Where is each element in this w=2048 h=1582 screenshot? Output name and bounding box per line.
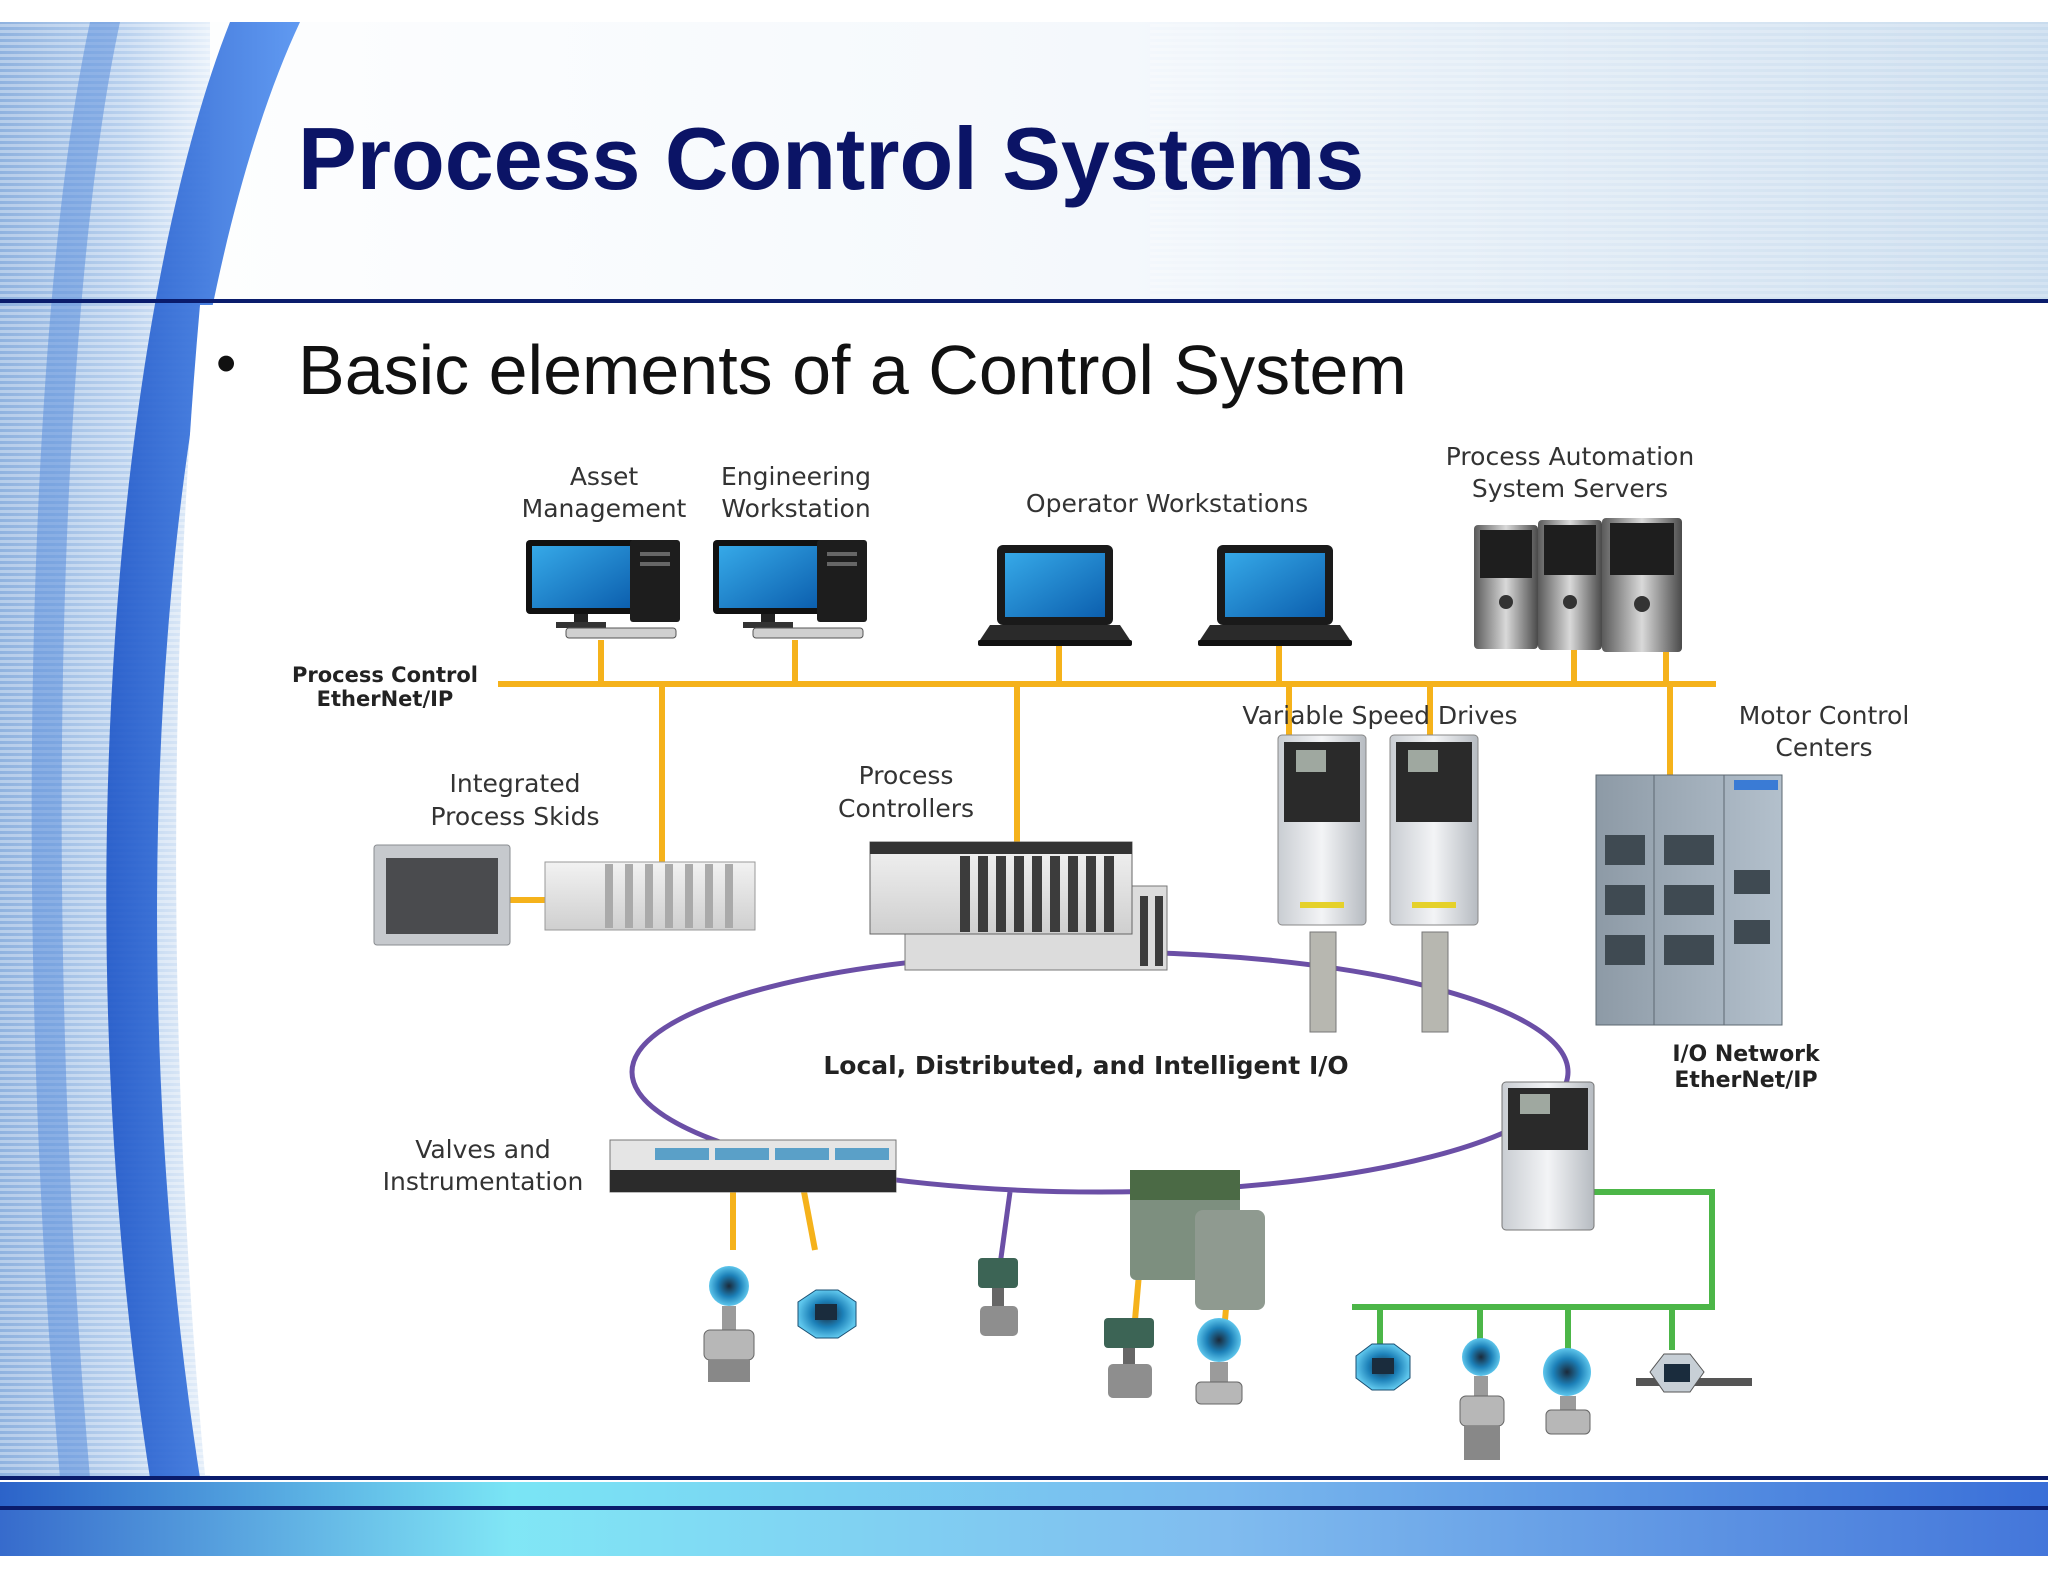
operator-laptop-icon	[1198, 545, 1352, 646]
hmi-panel-icon	[373, 844, 511, 946]
valves-instrumentation-label: Valves and Instrumentation	[383, 1135, 584, 1196]
bullet-marker: •	[216, 331, 237, 396]
svg-text:Process Control: Process Control	[292, 663, 478, 687]
io-ring-label: Local, Distributed, and Intelligent I/O	[823, 1051, 1348, 1080]
svg-text:Process Skids: Process Skids	[431, 802, 600, 831]
svg-text:Instrumentation: Instrumentation	[383, 1167, 584, 1196]
operator-laptop-icon	[978, 545, 1132, 646]
skid-controller-rack-icon	[544, 861, 756, 931]
svg-text:Controllers: Controllers	[838, 794, 974, 823]
engineering-workstation-label: Engineering Workstation	[721, 462, 871, 523]
io-network-label: I/O Network EtherNet/IP	[1672, 1042, 1821, 1093]
asset-management-computer-icon	[526, 540, 680, 639]
variable-speed-drives-label: Variable Speed Drives	[1242, 701, 1517, 730]
variable-speed-drive-icon	[1277, 734, 1367, 1033]
flow-transmitter-icon	[1355, 1343, 1411, 1391]
svg-text:System Servers: System Servers	[1472, 474, 1668, 503]
io-network-drive-icon	[1501, 1081, 1595, 1231]
svg-text:Integrated: Integrated	[450, 769, 581, 798]
svg-text:Management: Management	[522, 494, 687, 523]
svg-text:Centers: Centers	[1775, 733, 1872, 762]
temperature-transmitter-icon	[1636, 1353, 1752, 1393]
svg-text:Workstation: Workstation	[721, 494, 870, 523]
process-controllers-label: Process Controllers	[838, 761, 974, 823]
pressure-transmitter-icon	[703, 1266, 755, 1382]
automation-servers-label: Process Automation System Servers	[1446, 442, 1694, 503]
svg-text:Valves and: Valves and	[415, 1135, 551, 1164]
svg-text:Engineering: Engineering	[721, 462, 871, 491]
bullet-text: Basic elements of a Control System	[298, 331, 1407, 409]
automation-servers-icon	[1474, 518, 1682, 652]
flow-transmitter-icon	[797, 1289, 857, 1339]
svg-text:Process Automation: Process Automation	[1446, 442, 1694, 471]
operator-workstations-label: Operator Workstations	[1026, 489, 1308, 518]
pressure-transmitter-icon	[1543, 1348, 1591, 1435]
svg-text:Motor Control: Motor Control	[1739, 701, 1910, 730]
motor-control-centers-label: Motor Control Centers	[1739, 701, 1910, 762]
control-valve-icon	[978, 1258, 1018, 1336]
pressure-transmitter-icon	[1195, 1318, 1243, 1405]
svg-text:Process: Process	[859, 761, 954, 790]
svg-text:EtherNet/IP: EtherNet/IP	[1674, 1068, 1817, 1093]
asset-management-label: Asset Management	[522, 462, 687, 523]
svg-text:EtherNet/IP: EtherNet/IP	[317, 687, 454, 711]
intelligent-io-module-icon	[1130, 1170, 1265, 1310]
process-controller-chassis-icon	[869, 841, 1168, 971]
svg-text:I/O Network: I/O Network	[1672, 1042, 1821, 1067]
integrated-process-skids-label: Integrated Process Skids	[431, 769, 600, 831]
motor-control-center-icon	[1595, 774, 1783, 1026]
distributed-io-block-icon	[609, 1139, 897, 1193]
engineering-workstation-computer-icon	[713, 540, 867, 639]
control-valve-icon	[1104, 1318, 1154, 1398]
variable-speed-drive-icon	[1389, 734, 1479, 1033]
svg-text:Asset: Asset	[570, 462, 639, 491]
pressure-transmitter-icon	[1459, 1338, 1505, 1460]
process-control-network-label: Process Control EtherNet/IP	[292, 663, 478, 711]
page-title: Process Control Systems	[298, 109, 1365, 208]
